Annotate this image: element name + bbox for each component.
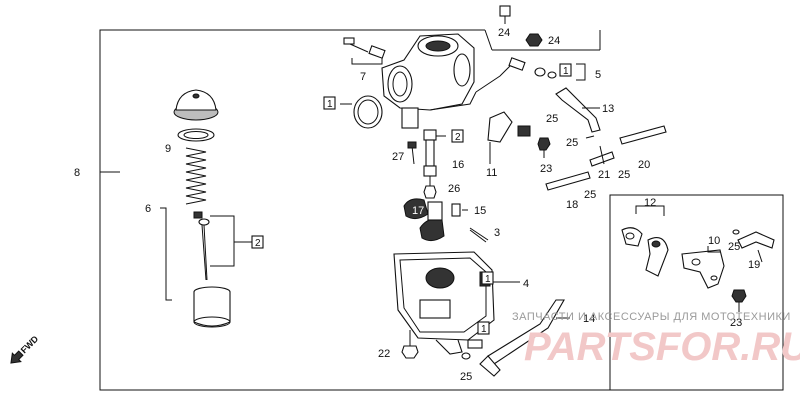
callout-12: 12	[644, 197, 656, 209]
callout-22: 22	[378, 348, 390, 360]
frame-outline	[99, 29, 784, 391]
bolt-24-top	[499, 5, 511, 24]
frame-top-right	[484, 29, 493, 51]
screw-23-right	[731, 289, 747, 312]
fwd-label: FWD	[19, 333, 41, 355]
float-bowl-4	[393, 251, 495, 355]
callout-4: 4	[523, 278, 529, 290]
bolt-22	[401, 330, 419, 359]
hose-19	[737, 231, 775, 249]
watermark-brand: PARTSFOR.RU	[524, 325, 800, 369]
callout-24-top: 24	[498, 27, 510, 39]
callout-8: 8	[74, 167, 80, 179]
callout-17-float: 17	[412, 205, 424, 217]
callout-14: 14	[583, 313, 595, 325]
callout-10: 10	[708, 235, 720, 247]
callout-5: 5	[595, 69, 601, 81]
callout-21: 21	[598, 169, 610, 181]
t-joint-21	[589, 145, 615, 167]
pilot-screw-5	[508, 57, 557, 79]
leader-2-left	[210, 215, 235, 267]
float-17	[403, 198, 445, 242]
svg-text:1: 1	[327, 99, 333, 110]
callout-11: 11	[486, 167, 497, 179]
float-pin-3	[469, 227, 489, 241]
callout-17: 17	[0, 0, 12, 3]
callout-20: 20	[638, 159, 650, 171]
callout-25-a: 25	[546, 113, 558, 125]
throttle-cam-12	[621, 227, 669, 277]
callout-25-c: 25	[584, 189, 596, 201]
boxed-ref-1-left: 1	[323, 96, 336, 110]
watermark-caption: ЗАПЧАСТИ И АКСЕССУАРЫ ДЛЯ МОТОТЕХНИКИ	[512, 311, 791, 323]
callout-3: 3	[494, 227, 500, 239]
callout-6: 6	[145, 203, 151, 215]
carburetor-body	[381, 33, 477, 129]
screw-23-mid	[537, 137, 551, 158]
fwd-arrow-icon: FWD	[10, 333, 41, 364]
svg-text:2: 2	[455, 132, 461, 143]
leader-7	[351, 58, 383, 65]
leader-body	[475, 65, 511, 93]
screw-7	[343, 37, 386, 59]
callout-23-right: 23	[730, 317, 742, 329]
washer-25-right	[732, 229, 740, 235]
callout-25-f: 25	[460, 371, 472, 383]
callout-24-right: 24	[548, 35, 560, 47]
throttle-slide	[193, 286, 231, 328]
svg-text:1: 1	[563, 66, 569, 77]
callout-25-b: 25	[566, 137, 578, 149]
callout-16: 16	[452, 159, 464, 171]
callout-15: 15	[474, 205, 486, 217]
boxed-ref-1-bottom: 1	[477, 321, 490, 335]
svg-text:2: 2	[255, 238, 261, 249]
boxed-ref-1-bowl: 1	[481, 271, 494, 285]
pilot-jet-27	[407, 141, 417, 165]
choke-lever-11	[487, 111, 531, 143]
top-cap	[173, 89, 219, 121]
leader-10	[707, 246, 720, 253]
leader-12	[635, 205, 665, 216]
boxed-ref-1-top: 1	[559, 63, 572, 77]
callout-19: 19	[748, 259, 760, 271]
callout-18: 18	[566, 199, 578, 211]
main-jet-26	[423, 185, 437, 199]
choke-link-10	[681, 249, 725, 289]
callout-13: 13	[602, 103, 614, 115]
slide-spring	[185, 147, 207, 205]
callout-26: 26	[448, 183, 460, 195]
boxed-ref-2-top: 2	[451, 129, 464, 143]
jet-needle	[193, 211, 210, 281]
drain-screw	[461, 339, 483, 360]
vent-tube-13	[555, 87, 601, 133]
boxed-ref-2-left: 2	[251, 235, 264, 249]
jet-stack-16	[423, 129, 437, 186]
svg-text:1: 1	[481, 324, 487, 335]
float-valve-15	[451, 203, 468, 217]
callout-9: 9	[165, 143, 171, 155]
callout-25-d: 25	[618, 169, 630, 181]
svg-text:1: 1	[485, 274, 491, 285]
drain-tube-18	[545, 171, 591, 191]
nut-24-right	[525, 33, 543, 47]
leader-6	[160, 207, 172, 301]
leader-5	[576, 63, 586, 81]
tube-20	[619, 125, 667, 145]
clip-25	[585, 135, 595, 139]
callout-7: 7	[360, 71, 366, 83]
callout-27: 27	[392, 151, 404, 163]
callout-23-mid: 23	[540, 163, 552, 175]
callout-25-e: 25	[728, 241, 740, 253]
cap-gasket	[177, 128, 215, 142]
